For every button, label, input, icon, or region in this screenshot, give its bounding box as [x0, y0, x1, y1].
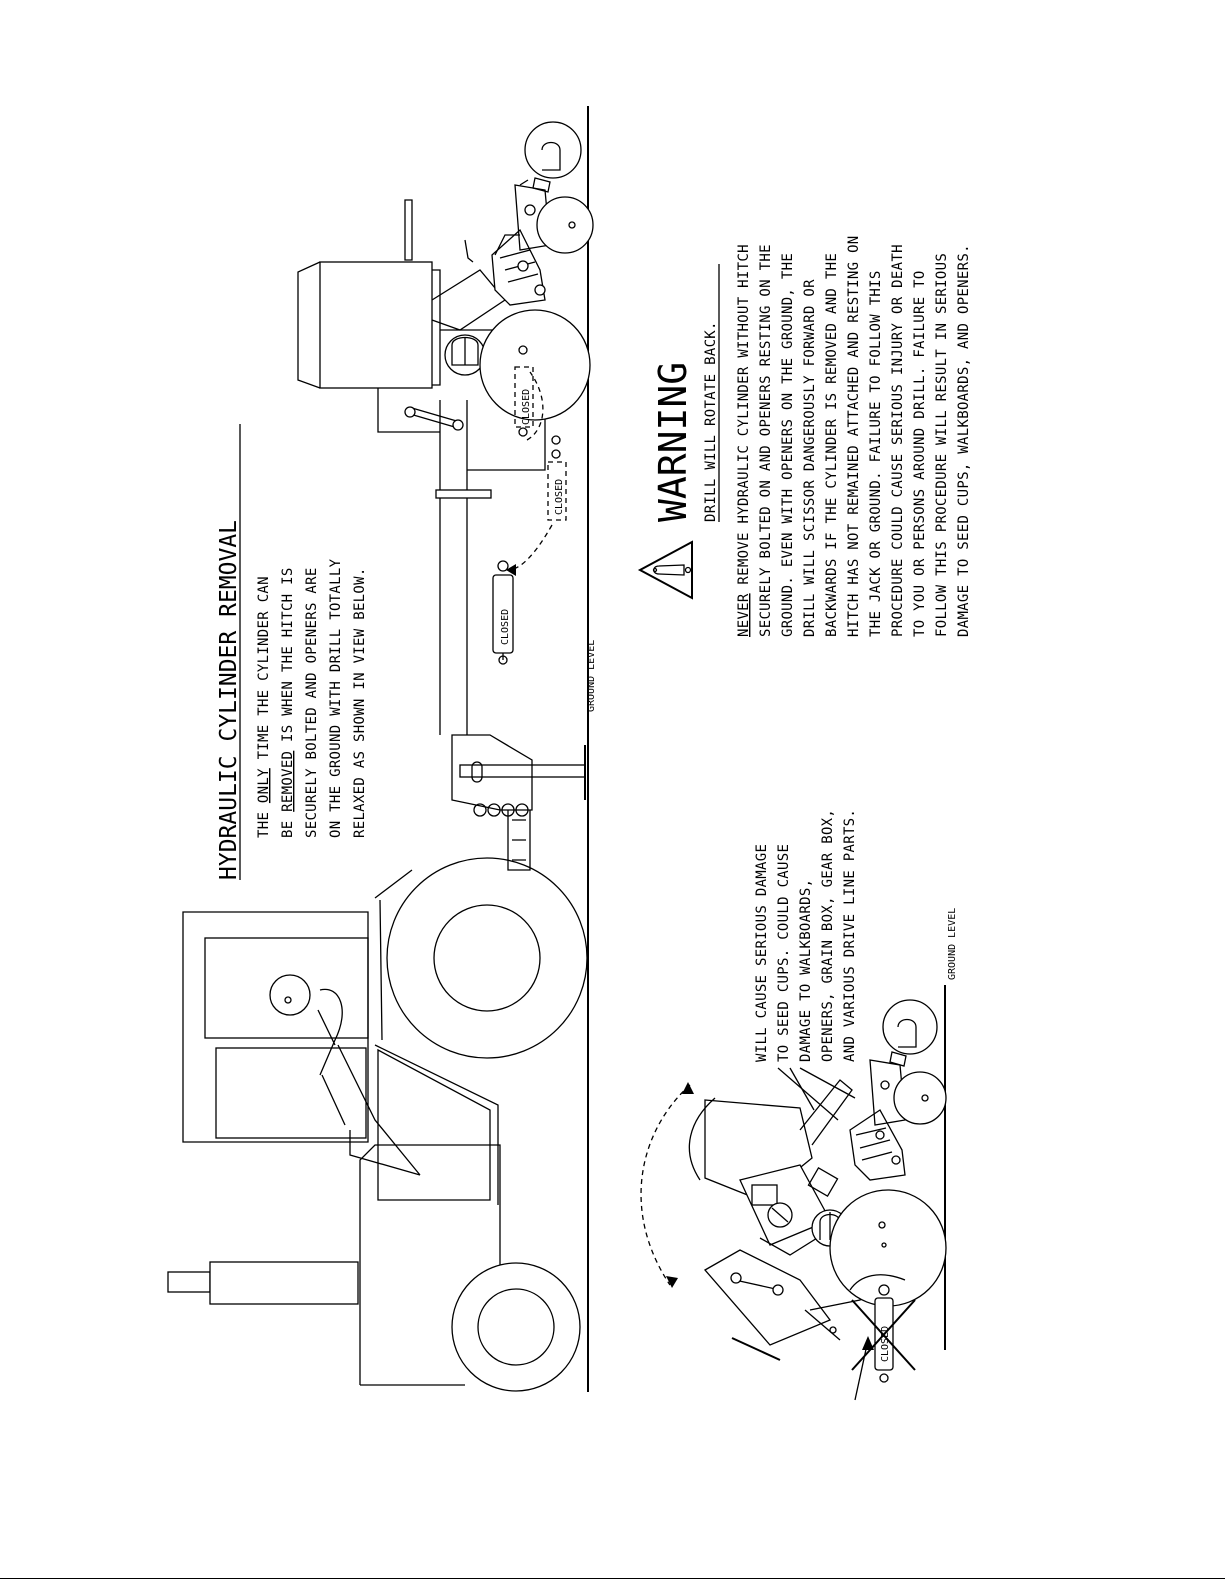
- damage-note-line-3: DAMAGE TO WALKBOARDS,: [798, 879, 814, 1062]
- seed-box: [319, 261, 433, 389]
- warning-line-8: PROCEDURE COULD CAUSE SERIOUS INJURY OR …: [890, 244, 906, 637]
- driver-figure: [269, 974, 421, 1176]
- rotation-arc: [640, 1084, 691, 1286]
- gauge-wheel: [524, 121, 582, 179]
- warning-block: WARNING DRILL WILL ROTATE BACK. NEVER RE…: [637, 235, 972, 637]
- warning-line-7: THE JACK OR GROUND. FAILURE TO FOLLOW TH…: [868, 270, 884, 637]
- ground-level-label-bottom: GROUND LEVEL: [947, 908, 958, 980]
- damage-note-line-5: AND VARIOUS DRIVE LINE PARTS.: [842, 809, 858, 1062]
- bottom-view: WILL CAUSE SERIOUS DAMAGE TO SEED CUPS. …: [640, 809, 958, 1401]
- warning-line-2: SECURELY BOLTED ON AND OPENERS RESTING O…: [758, 244, 774, 637]
- warning-line-10: FOLLOW THIS PROCEDURE WILL RESULT IN SER…: [934, 253, 950, 637]
- warning-line-3: GROUND. EVEN WITH OPENERS ON THE GROUND,…: [780, 253, 796, 637]
- warning-line-1: NEVER REMOVE HYDRAULIC CYLINDER WITHOUT …: [736, 244, 752, 637]
- removed-emphasis: REMOVED: [280, 751, 296, 812]
- ground-level-label-top: GROUND LEVEL: [586, 640, 597, 712]
- instructions-line-2: BE REMOVED IS WHEN THE HITCH IS: [280, 567, 296, 838]
- tractor-front-wheel: [451, 1262, 581, 1392]
- title-block: HYDRAULIC CYLINDER REMOVAL THE ONLY TIME…: [216, 424, 368, 880]
- bottom-gauge-wheel: [882, 999, 938, 1055]
- bottom-opener-disc: [893, 1071, 947, 1125]
- only-emphasis: ONLY: [256, 768, 272, 803]
- warning-line-11: DAMAGE TO SEED CUPS, WALKBOARDS, AND OPE…: [956, 244, 972, 637]
- drill: [297, 121, 594, 576]
- tractor-rear-wheel: [386, 857, 588, 1059]
- warning-line-5: BACKWARDS IF THE CYLINDER IS REMOVED AND…: [824, 253, 840, 637]
- warning-line-9: TO YOU OR PERSONS AROUND DRILL. FAILURE …: [912, 270, 928, 637]
- closed-label-crossed: CLOSED: [880, 1326, 891, 1362]
- never-emphasis: NEVER: [736, 593, 752, 637]
- top-view: CLOSED CLOSED CLOSED GROUND LEVEL: [167, 106, 597, 1392]
- instructions-line-4: ON THE GROUND WITH DRILL TOTALLY: [328, 558, 344, 838]
- warning-line-6: HITCH HAS NOT REMAINED ATTACHED AND REST…: [846, 235, 862, 637]
- tractor-body: [359, 1144, 501, 1386]
- opener-disc: [536, 196, 594, 254]
- packer-wheel: [479, 309, 591, 421]
- removed-cylinder-top: [492, 560, 514, 665]
- warning-subheading: DRILL WILL ROTATE BACK.: [703, 321, 719, 522]
- warning-triangle-icon: [637, 540, 693, 600]
- installed-cylinder: [514, 366, 534, 428]
- page-footer-rule: [0, 1578, 1225, 1579]
- closed-label-dashed: CLOSED: [554, 479, 565, 515]
- damage-note-line-1: WILL CAUSE SERIOUS DAMAGE: [754, 844, 770, 1062]
- closed-label-removed: CLOSED: [500, 609, 511, 645]
- crossed-out-cylinder: [849, 1274, 916, 1401]
- tractor: [167, 799, 588, 1392]
- hitch: [435, 400, 586, 817]
- warning-heading: WARNING: [651, 362, 695, 522]
- page-title: HYDRAULIC CYLINDER REMOVAL: [216, 520, 242, 880]
- damage-note-line-2: TO SEED CUPS. COULD CAUSE: [776, 844, 792, 1062]
- instructions-line-5: RELAXED AS SHOWN IN VIEW BELOW.: [352, 567, 368, 838]
- instructions-line-1: THE ONLY TIME THE CYLINDER CAN: [256, 576, 272, 838]
- instructions-line-3: SECURELY BOLTED AND OPENERS ARE: [304, 567, 320, 838]
- exhaust-stack: [167, 1271, 211, 1293]
- warning-line-4: DRILL WILL SCISSOR DANGEROUSLY FORWARD O…: [802, 279, 818, 637]
- closed-label-installed: CLOSED: [521, 389, 532, 425]
- tractor-cab: [182, 911, 369, 1143]
- hitch-tongue: [439, 400, 468, 735]
- damage-note-line-4: OPENERS, GRAIN BOX, GEAR BOX,: [820, 809, 836, 1062]
